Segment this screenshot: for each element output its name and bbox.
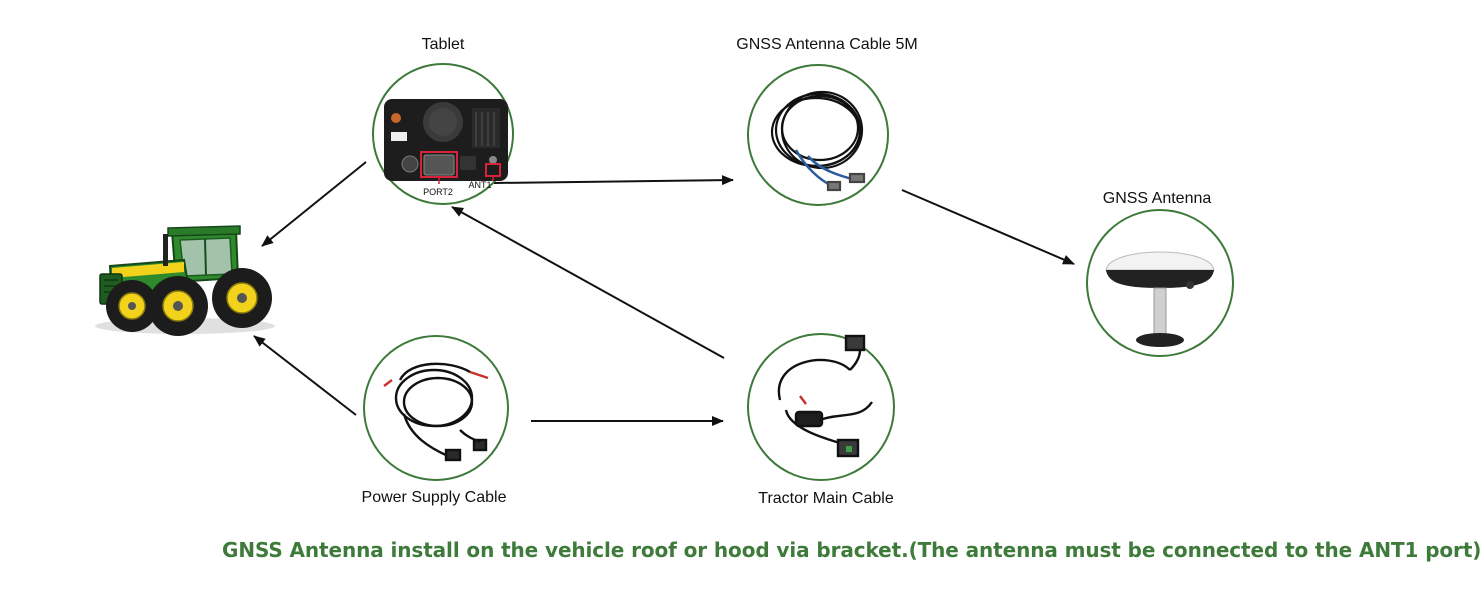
main-cable-node	[747, 333, 895, 481]
arrow-gnss-cable-to-antenna	[901, 189, 1075, 265]
gnss-cable-label: GNSS Antenna Cable 5M	[736, 36, 918, 53]
tractor-image	[95, 225, 275, 336]
arrow-power-to-tractor	[253, 335, 357, 416]
gnss-antenna-label: GNSS Antenna	[1102, 190, 1212, 207]
tablet-image	[384, 99, 508, 181]
tablet-label: Tablet	[421, 36, 465, 53]
power-cable-node	[363, 335, 509, 481]
gnss-cable-node	[747, 64, 889, 206]
main-cable-label: Tractor Main Cable	[758, 490, 894, 507]
power-cable-label: Power Supply Cable	[361, 489, 507, 506]
gnss-antenna-node	[1086, 209, 1234, 357]
tablet-node: PORT2 ANT1	[372, 63, 514, 205]
install-caption: GNSS Antenna install on the vehicle roof…	[222, 538, 1481, 562]
ant1-label: ANT1	[468, 180, 491, 190]
gnss-cable-circle	[747, 64, 889, 206]
power-cable-circle	[363, 335, 509, 481]
arrow-tablet-to-tractor	[261, 161, 367, 247]
antenna-image	[1105, 251, 1215, 347]
arrow-main-cable-to-tablet	[451, 206, 725, 359]
coil-cable-image	[770, 90, 866, 192]
main-cable-circle	[747, 333, 895, 481]
arrow-ant1-to-gnss-cable	[493, 175, 734, 186]
port2-label: PORT2	[423, 187, 453, 197]
main-cable-image	[777, 334, 873, 458]
power-cable-image	[383, 362, 489, 462]
